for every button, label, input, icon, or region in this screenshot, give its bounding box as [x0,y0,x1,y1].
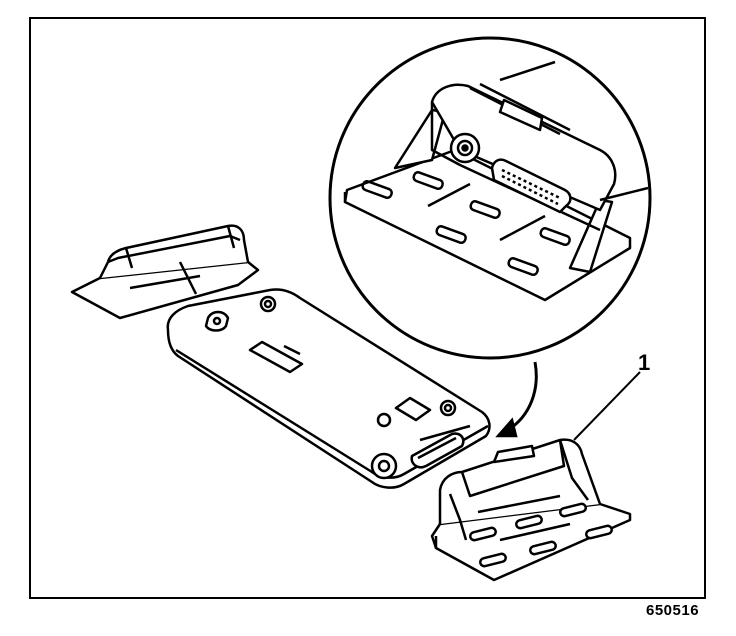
figure-frame [29,17,706,599]
bracket-left [70,224,260,320]
figure-number: 650516 [646,602,700,619]
bracket-right [430,438,632,582]
callout-leader [573,371,641,441]
install-arrow [495,361,538,438]
callout-number: 1 [638,350,651,375]
module-body [166,288,491,489]
detail-circle [328,36,652,360]
